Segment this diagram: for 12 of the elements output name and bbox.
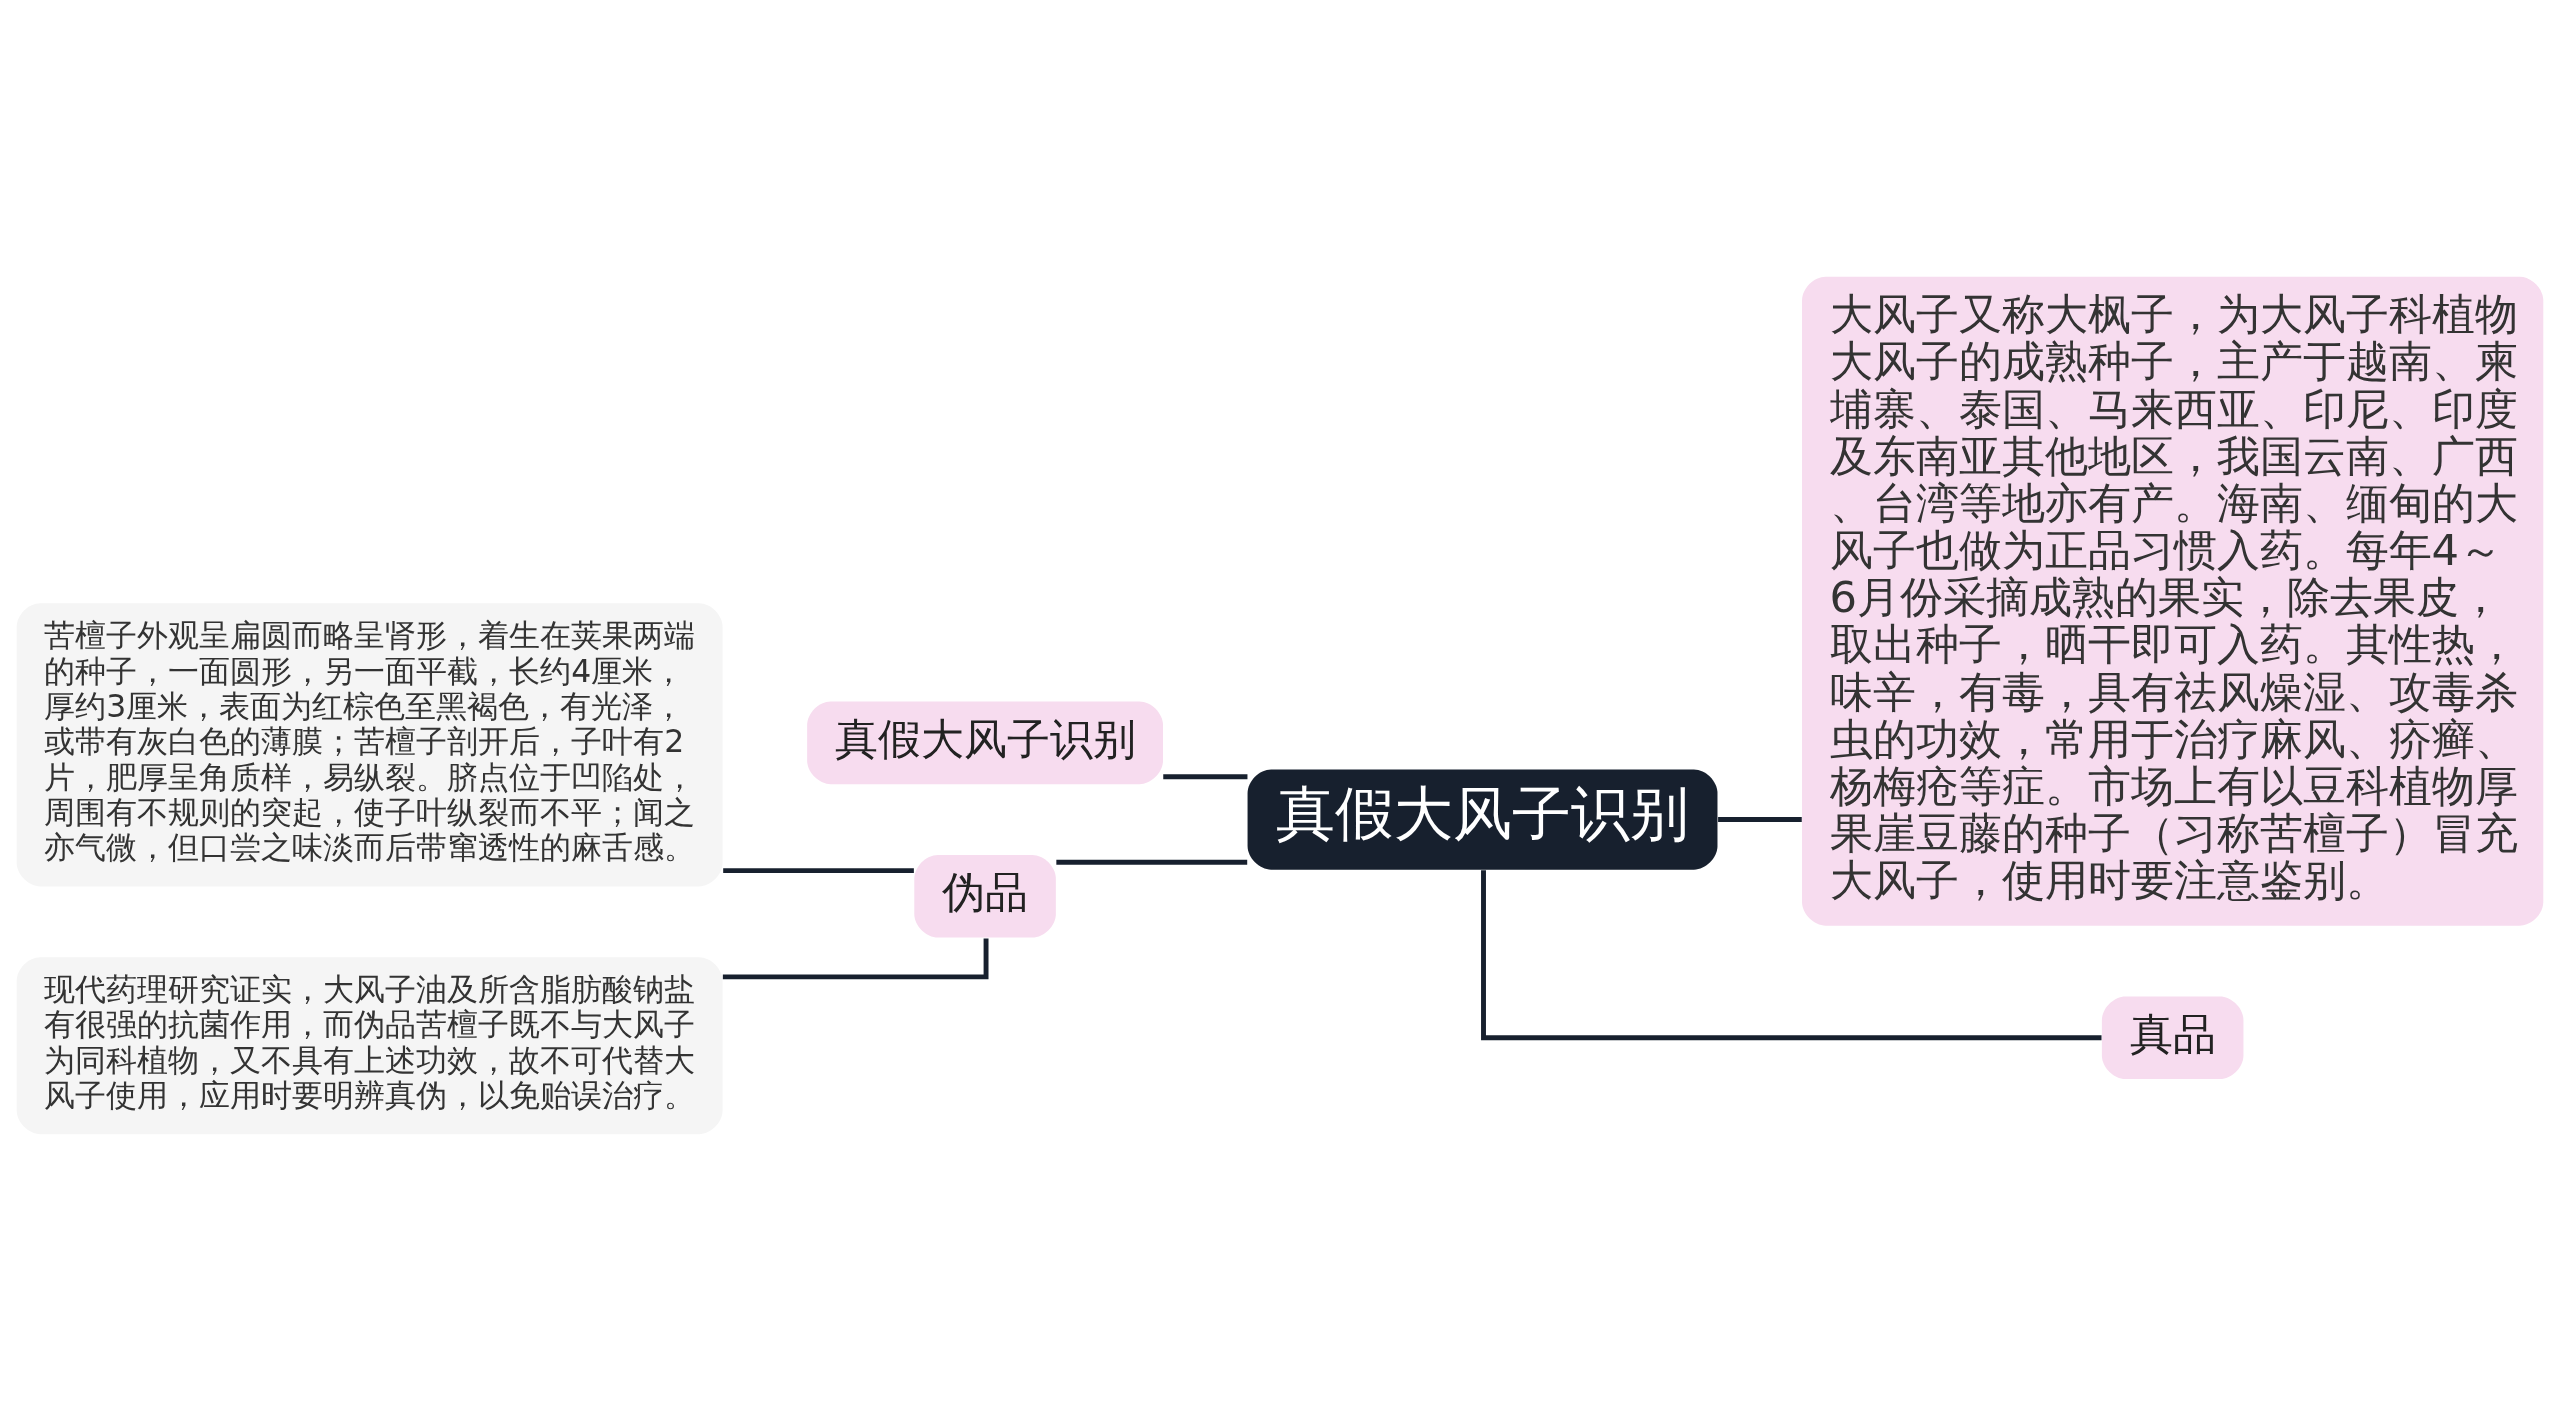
node-box: 真品 <box>2101 996 2244 1080</box>
connector <box>1163 774 1248 780</box>
node-box: 现代药理研究证实，大风子油及所含脂肪酸钠盐有很强的抗菌作用，而伪品苦檀子既不与大风子为同科植物，又不具有上述功效，故不可代替大风子使用，应用时要明辨真伪，以免贻误治疗。 <box>16 957 723 1135</box>
connector <box>1481 870 2102 1041</box>
connector <box>723 868 914 874</box>
connector <box>1056 859 1248 865</box>
node-box: 真假大风子识别 <box>1247 769 1718 870</box>
node-box: 伪品 <box>914 854 1056 938</box>
node-box: 大风子又称大枫子，为大风子科植物大风子的成熟种子，主产于越南、柬埔寨、泰国、马来西亚、印尼、印度及东南亚其他地区，我国云南、广西、台湾等地亦有产。海南、缅甸的大风子也做为正品习惯入药。每年4～6月份采摘成熟的果实，除去果皮，取出种子，晒干即可入药。其性热，味辛，有毒，具有祛风燥湿、攻毒杀虫的功效，常用于治疗麻风、疥癣、杨梅疮等症。市场上有以豆科植物厚果崖豆藤的种子（习称苦檀子）冒充大风子，使用时要注意鉴别。 <box>1802 276 2544 926</box>
node-box: 苦檀子外观呈扁圆而略呈肾形，着生在荚果两端的种子，一面圆形，另一面平截，长约4厘米，厚约3厘米，表面为红棕色至黑褐色，有光泽，或带有灰白色的薄膜；苦檀子剖开后，子叶有2片，肥厚呈角质样，易纵裂。脐点位于凹陷处，周围有不规则的突起，使子叶纵裂而不平；闻之亦气微，但口尝之味淡而后带窜透性的麻舌感。 <box>16 603 723 887</box>
node-box: 真假大风子识别 <box>807 701 1163 785</box>
connector <box>1718 817 1802 822</box>
